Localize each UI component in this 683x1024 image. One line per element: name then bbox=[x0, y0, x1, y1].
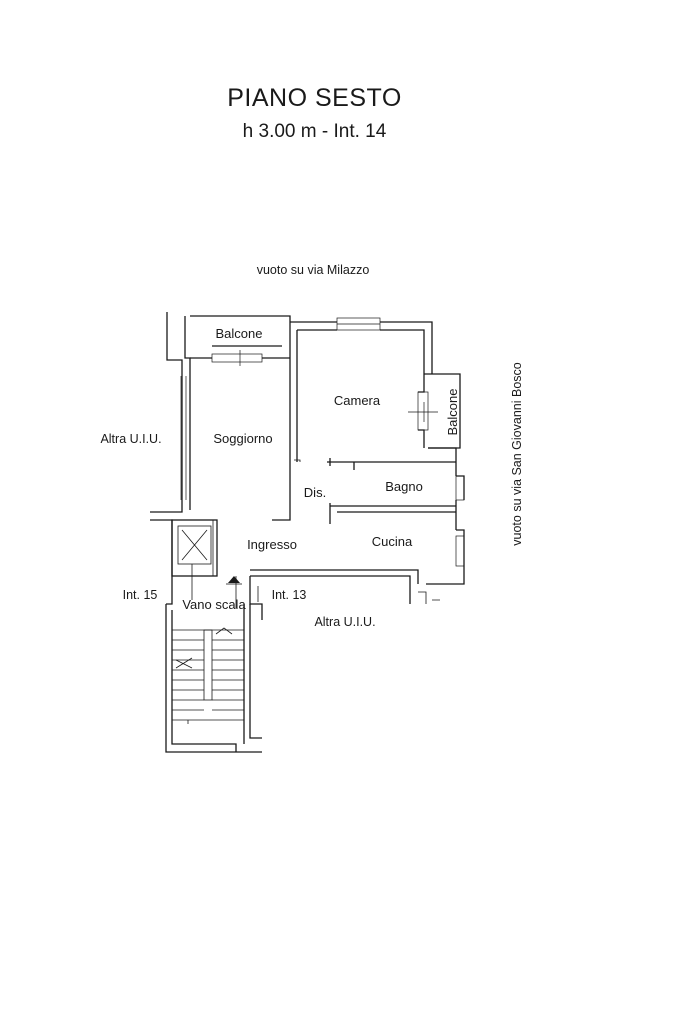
label-context-top: vuoto su via Milazzo bbox=[257, 263, 370, 277]
label-soggiorno: Soggiorno bbox=[213, 431, 272, 446]
stair-central-wall bbox=[203, 629, 213, 701]
label-ingresso: Ingresso bbox=[247, 537, 297, 552]
wall-bagno-door bbox=[329, 458, 355, 470]
wall-corner-detail bbox=[418, 591, 440, 604]
wall-right-outer bbox=[426, 475, 465, 585]
windows bbox=[180, 317, 465, 567]
wall-bottom-inner bbox=[250, 569, 419, 584]
window-bagno bbox=[455, 475, 465, 501]
wall-camera-top-inner bbox=[297, 329, 425, 393]
label-balcone-right: Balcone bbox=[445, 389, 460, 436]
landing-wall-left bbox=[166, 576, 173, 605]
elevator-shaft bbox=[171, 519, 218, 577]
window-cucina bbox=[455, 535, 465, 567]
stair-wall-right bbox=[243, 604, 262, 744]
wall-left-outer bbox=[150, 312, 183, 513]
label-context-right: vuoto su via San Giovanni Bosco bbox=[510, 362, 524, 545]
wall-camera-top bbox=[290, 321, 433, 374]
window-camera-right bbox=[417, 391, 429, 431]
window-soggiorno bbox=[211, 353, 263, 363]
wall-right-step bbox=[428, 447, 457, 476]
stair-cut-mark bbox=[175, 657, 193, 669]
plan-subtitle: h 3.00 m - Int. 14 bbox=[242, 121, 387, 142]
label-balcone-top: Balcone bbox=[216, 326, 263, 341]
elevator-cross-b bbox=[181, 529, 208, 561]
elevator-inner bbox=[177, 525, 212, 565]
label-cucina: Cucina bbox=[372, 534, 413, 549]
wall-bottom-outer bbox=[250, 575, 411, 604]
label-int-left: Int. 15 bbox=[123, 588, 158, 602]
plan-title: PIANO SESTO bbox=[227, 84, 402, 112]
wall-dis-detail bbox=[294, 459, 301, 462]
landing-wall-right bbox=[249, 576, 263, 620]
stairwell bbox=[165, 576, 263, 753]
elevator-outer bbox=[171, 519, 218, 577]
wall-balcony-top bbox=[190, 315, 291, 356]
stair-direction-arrow bbox=[215, 627, 233, 635]
wall-cucina-top bbox=[329, 503, 456, 524]
walls bbox=[150, 312, 465, 604]
wall-landing-left bbox=[150, 519, 173, 576]
label-context-bottom: Altra U.I.U. bbox=[314, 615, 375, 629]
label-camera: Camera bbox=[334, 393, 381, 408]
stair-wall-left bbox=[165, 604, 262, 753]
label-vano-scala: Vano scala bbox=[182, 597, 246, 612]
label-context-left: Altra U.I.U. bbox=[100, 432, 161, 446]
stair-wall-left-inner bbox=[171, 610, 237, 752]
label-int-right: Int. 13 bbox=[272, 588, 307, 602]
entrance-icon bbox=[228, 576, 240, 583]
wall-balcony-left bbox=[184, 316, 191, 368]
label-dis: Dis. bbox=[304, 485, 326, 500]
wall-camera-right-lower bbox=[418, 429, 425, 448]
stair-treads bbox=[172, 629, 244, 721]
label-bagno: Bagno bbox=[385, 479, 423, 494]
wall-soggiorno-right bbox=[272, 356, 291, 521]
